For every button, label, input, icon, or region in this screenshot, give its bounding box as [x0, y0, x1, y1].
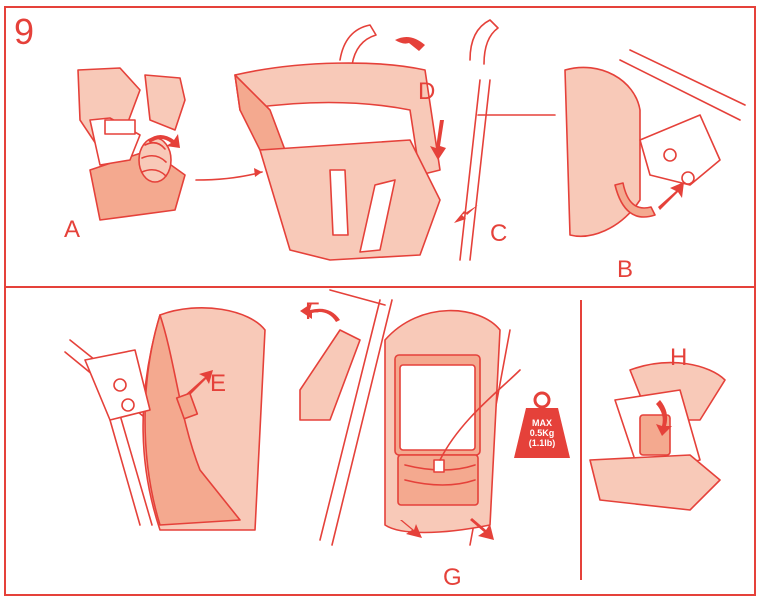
step-number: 9: [14, 11, 35, 52]
max-weight-line2: 0.5Kg: [529, 428, 555, 438]
label-e: E: [210, 370, 227, 397]
label-g: G: [443, 564, 462, 591]
max-weight-line1: MAX: [532, 418, 552, 428]
panel-a-illustration: [77, 67, 263, 221]
vertical-divider: [580, 300, 582, 580]
panel-canopy-illustration: [234, 19, 556, 261]
max-weight-badge-icon: [514, 391, 570, 458]
panel-h-illustration: [589, 361, 726, 511]
label-h: H: [670, 344, 688, 371]
figure-frame: [4, 6, 756, 596]
label-b: B: [617, 256, 634, 283]
panel-fg-illustration: [299, 289, 521, 546]
label-c: C: [490, 220, 508, 247]
max-weight-badge-text: MAX 0.5Kg (1.1lb): [516, 418, 568, 448]
max-weight-line3: (1.1lb): [528, 438, 556, 448]
panel-b-illustration: [564, 49, 746, 237]
horizontal-divider: [6, 286, 756, 288]
label-f: F: [305, 298, 320, 325]
label-d: D: [418, 78, 436, 105]
panel-e-illustration: [64, 307, 266, 531]
label-a: A: [64, 216, 81, 243]
